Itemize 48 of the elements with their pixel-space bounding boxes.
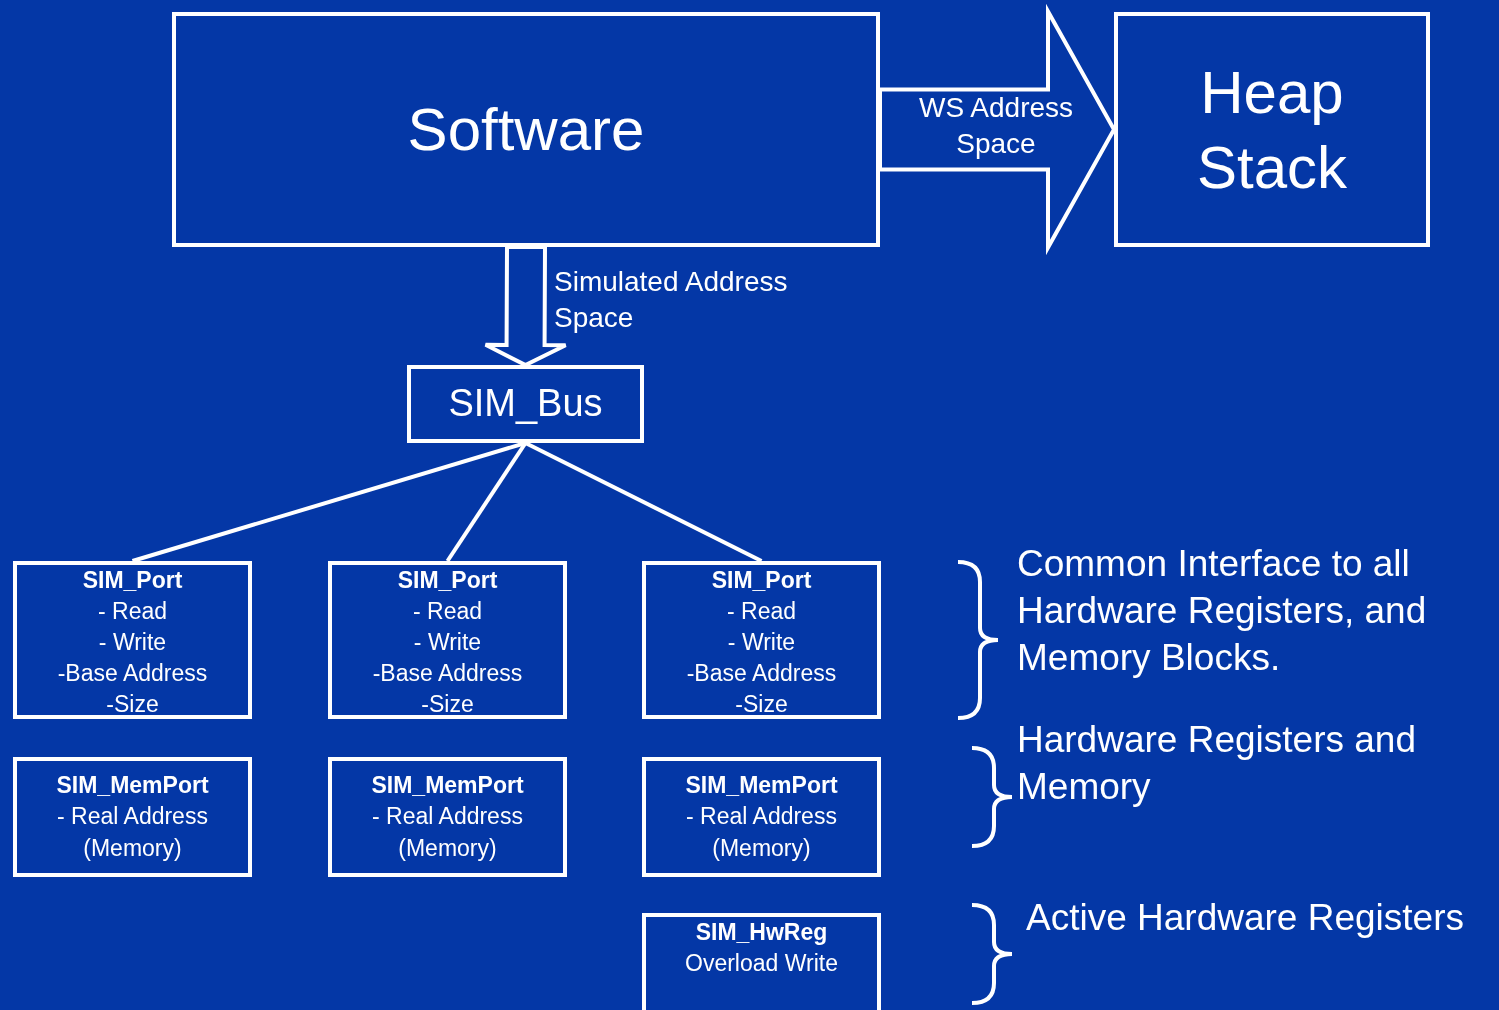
box-text: - Real Address: [686, 802, 837, 832]
box-text: Heap Stack: [1195, 57, 1349, 203]
box-text: -Size: [421, 690, 474, 720]
process-box: [1114, 12, 1430, 247]
connector-line: [445, 441, 528, 563]
box-text: Overload Write: [685, 949, 838, 979]
box-text: -Base Address: [57, 659, 208, 689]
box-text: - Read: [97, 597, 167, 627]
process-box: [172, 12, 880, 247]
box-text: (Memory): [83, 833, 182, 863]
box-title: SIM_MemPort: [685, 771, 838, 801]
process-box: [642, 913, 881, 1010]
process-box: [407, 365, 644, 443]
box-title: SIM_HwReg: [695, 918, 828, 947]
box-text: - Read: [726, 597, 796, 627]
process-box: [642, 561, 881, 719]
box-text: (Memory): [712, 833, 811, 863]
block-arrow: [483, 244, 568, 368]
edge-label: WS Address Space: [917, 91, 1075, 162]
process-box: [13, 561, 252, 719]
box-text: -Size: [735, 690, 788, 720]
process-box: [328, 561, 567, 719]
box-title: SIM_MemPort: [56, 771, 209, 801]
block-arrow: [878, 3, 1117, 256]
box-text: - Write: [413, 628, 482, 658]
box-text: -Size: [106, 690, 159, 720]
box-title: SIM_Port: [711, 566, 812, 595]
process-box: [13, 757, 252, 877]
box-title: SIM_Port: [82, 566, 183, 595]
process-box: [642, 757, 881, 877]
box-text: - Write: [727, 628, 796, 658]
edge-label: Simulated Address Space: [554, 265, 789, 336]
box-text: -Base Address: [686, 659, 837, 689]
box-text: SIM_Bus: [448, 383, 603, 425]
annotation-text: Hardware Registers and Memory: [1017, 718, 1417, 809]
box-text: (Memory): [398, 833, 497, 863]
box-text: - Real Address: [57, 802, 208, 832]
box-text: Software: [407, 96, 645, 163]
box-text: - Write: [98, 628, 167, 658]
connector-line: [524, 441, 763, 563]
annotation-text: Active Hardware Registers: [1026, 896, 1465, 940]
annotation-text: Common Interface to all Hardware Registers, and Memory Blocks.: [1017, 542, 1428, 680]
box-text: - Read: [412, 597, 482, 627]
box-text: - Real Address: [372, 802, 523, 832]
box-title: SIM_MemPort: [371, 771, 524, 801]
box-text: -Base Address: [372, 659, 523, 689]
process-box: [328, 757, 567, 877]
box-title: SIM_Port: [397, 566, 498, 595]
